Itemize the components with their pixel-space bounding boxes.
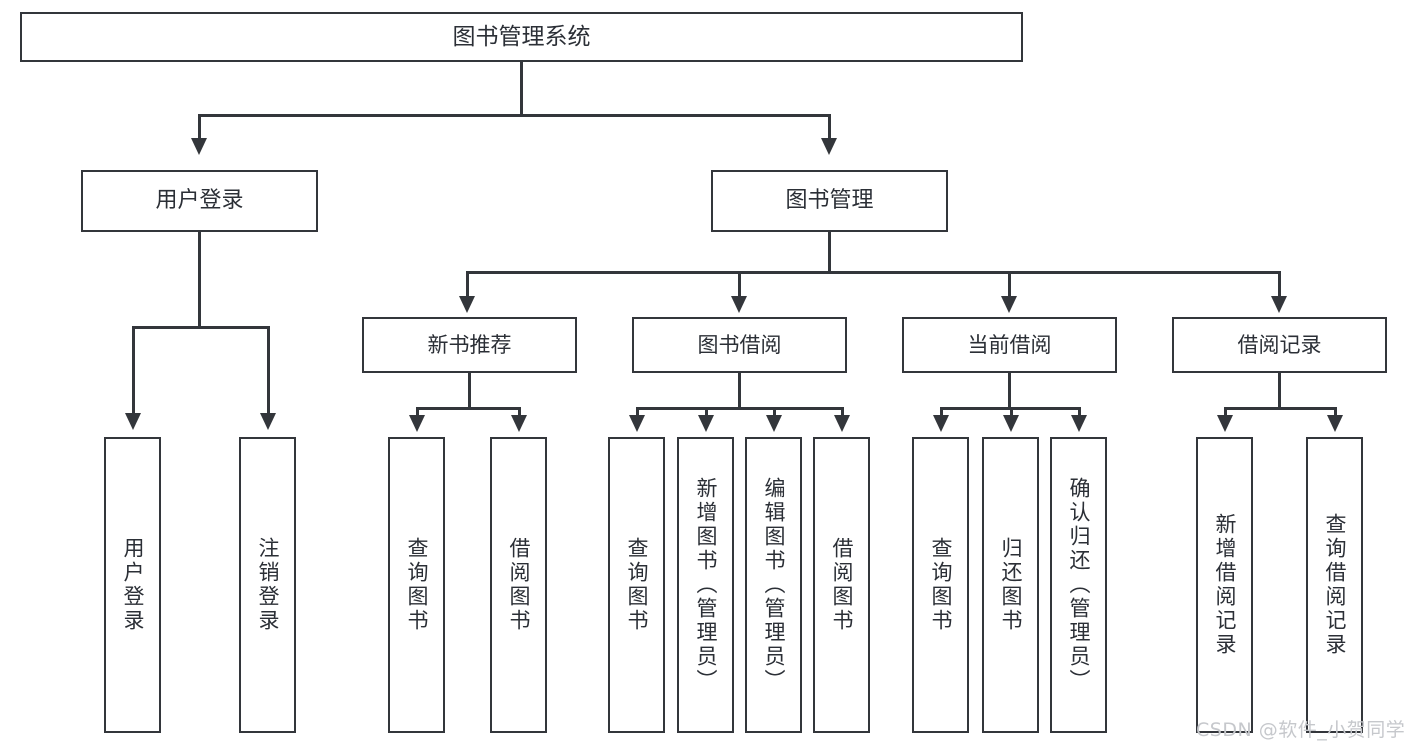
edge-current-to-leaf-3 [1078, 407, 1081, 417]
node-leaf-edit-book-admin[interactable]: 编辑图书（管理员） [745, 437, 802, 733]
edge-root-to-user-login [198, 114, 201, 140]
node-label: 新增借阅记录 [1213, 513, 1237, 657]
node-leaf-add-borrow-record[interactable]: 新增借阅记录 [1196, 437, 1253, 733]
arrow-user-login-to-leaf-1 [125, 413, 141, 430]
node-leaf-return-book[interactable]: 归还图书 [982, 437, 1039, 733]
arrow-root-to-user-login [191, 138, 207, 155]
edge-records-to-leaf-1 [1224, 407, 1227, 417]
node-label: 借阅图书 [507, 537, 531, 633]
edge-book-mgmt-bus [466, 271, 1280, 274]
node-label: 用户登录 [155, 188, 244, 214]
node-label: 查询图书 [929, 537, 953, 633]
edge-new-books-to-leaf-2 [518, 407, 521, 417]
arrow-records-to-leaf-1 [1217, 415, 1233, 432]
arrow-current-to-leaf-3 [1071, 415, 1087, 432]
node-root-book-management-system[interactable]: 图书管理系统 [20, 12, 1023, 62]
arrow-book-mgmt-to-current [1001, 296, 1017, 313]
edge-user-login-to-leaf-1 [132, 326, 135, 415]
edge-borrow-stem [738, 373, 741, 407]
edge-records-stem [1278, 373, 1281, 407]
node-user-login[interactable]: 用户登录 [81, 170, 318, 232]
node-label: 新书推荐 [427, 332, 512, 357]
node-label: 当前借阅 [967, 332, 1052, 357]
edge-current-to-leaf-1 [940, 407, 943, 417]
arrow-user-login-to-leaf-2 [260, 413, 276, 430]
edge-current-stem [1008, 373, 1011, 407]
edge-user-login-stem [198, 232, 201, 326]
edge-book-mgmt-to-records [1278, 271, 1281, 298]
edge-new-books-to-leaf-1 [416, 407, 419, 417]
edge-book-mgmt-to-current [1008, 271, 1011, 298]
edge-borrow-to-leaf-4 [841, 407, 844, 417]
edge-borrow-to-leaf-2 [705, 407, 708, 417]
node-book-management[interactable]: 图书管理 [711, 170, 948, 232]
node-label: 新增图书（管理员） [694, 477, 718, 693]
node-current-borrowing[interactable]: 当前借阅 [902, 317, 1117, 373]
node-leaf-add-book-admin[interactable]: 新增图书（管理员） [677, 437, 734, 733]
arrow-borrow-to-leaf-2 [698, 415, 714, 432]
edge-records-to-leaf-2 [1334, 407, 1337, 417]
node-label: 借阅记录 [1237, 332, 1322, 357]
node-label: 确认归还（管理员） [1067, 477, 1091, 693]
node-label: 图书管理系统 [452, 23, 591, 50]
arrow-current-to-leaf-1 [933, 415, 949, 432]
node-label: 编辑图书（管理员） [762, 477, 786, 693]
edge-new-books-bus [416, 407, 521, 410]
edge-root-to-book-mgmt [828, 114, 831, 140]
node-label: 归还图书 [999, 537, 1023, 633]
node-leaf-query-book-borrowing[interactable]: 查询图书 [608, 437, 665, 733]
edge-user-login-bus [132, 326, 267, 329]
node-leaf-query-book-current[interactable]: 查询图书 [912, 437, 969, 733]
edge-book-mgmt-to-borrow [738, 271, 741, 298]
arrow-new-books-to-leaf-2 [511, 415, 527, 432]
arrow-book-mgmt-to-new-books [459, 296, 475, 313]
node-leaf-logout[interactable]: 注销登录 [239, 437, 296, 733]
arrow-borrow-to-leaf-3 [766, 415, 782, 432]
arrow-borrow-to-leaf-1 [629, 415, 645, 432]
node-label: 用户登录 [121, 537, 145, 633]
arrow-records-to-leaf-2 [1327, 415, 1343, 432]
edge-new-books-stem [468, 373, 471, 407]
edge-book-mgmt-stem [828, 232, 831, 271]
edge-user-login-to-leaf-2 [267, 326, 270, 415]
node-leaf-query-book-newbooks[interactable]: 查询图书 [388, 437, 445, 733]
node-new-book-recommendation[interactable]: 新书推荐 [362, 317, 577, 373]
edge-borrow-to-leaf-1 [636, 407, 639, 417]
edge-root-stem [520, 62, 523, 114]
node-leaf-user-login[interactable]: 用户登录 [104, 437, 161, 733]
node-leaf-confirm-return-admin[interactable]: 确认归还（管理员） [1050, 437, 1107, 733]
node-leaf-borrow-book-newbooks[interactable]: 借阅图书 [490, 437, 547, 733]
node-book-borrowing[interactable]: 图书借阅 [632, 317, 847, 373]
edge-borrow-bus [636, 407, 844, 410]
node-label: 查询图书 [625, 537, 649, 633]
node-label: 借阅图书 [830, 537, 854, 633]
node-label: 查询借阅记录 [1323, 513, 1347, 657]
arrow-current-to-leaf-2 [1003, 415, 1019, 432]
node-leaf-borrow-book-borrowing[interactable]: 借阅图书 [813, 437, 870, 733]
edge-root-bus [198, 114, 830, 117]
arrow-new-books-to-leaf-1 [409, 415, 425, 432]
edge-current-to-leaf-2 [1010, 407, 1013, 417]
node-label: 图书借阅 [697, 332, 782, 357]
node-borrowing-records[interactable]: 借阅记录 [1172, 317, 1387, 373]
arrow-book-mgmt-to-borrow [731, 296, 747, 313]
edge-borrow-to-leaf-3 [773, 407, 776, 417]
arrow-book-mgmt-to-records [1271, 296, 1287, 313]
node-leaf-query-borrow-record[interactable]: 查询借阅记录 [1306, 437, 1363, 733]
node-label: 图书管理 [785, 188, 874, 214]
arrow-borrow-to-leaf-4 [834, 415, 850, 432]
arrow-root-to-book-mgmt [821, 138, 837, 155]
node-label: 查询图书 [405, 537, 429, 633]
edge-book-mgmt-to-new-books [466, 271, 469, 298]
node-label: 注销登录 [256, 537, 280, 633]
edge-records-bus [1224, 407, 1336, 410]
